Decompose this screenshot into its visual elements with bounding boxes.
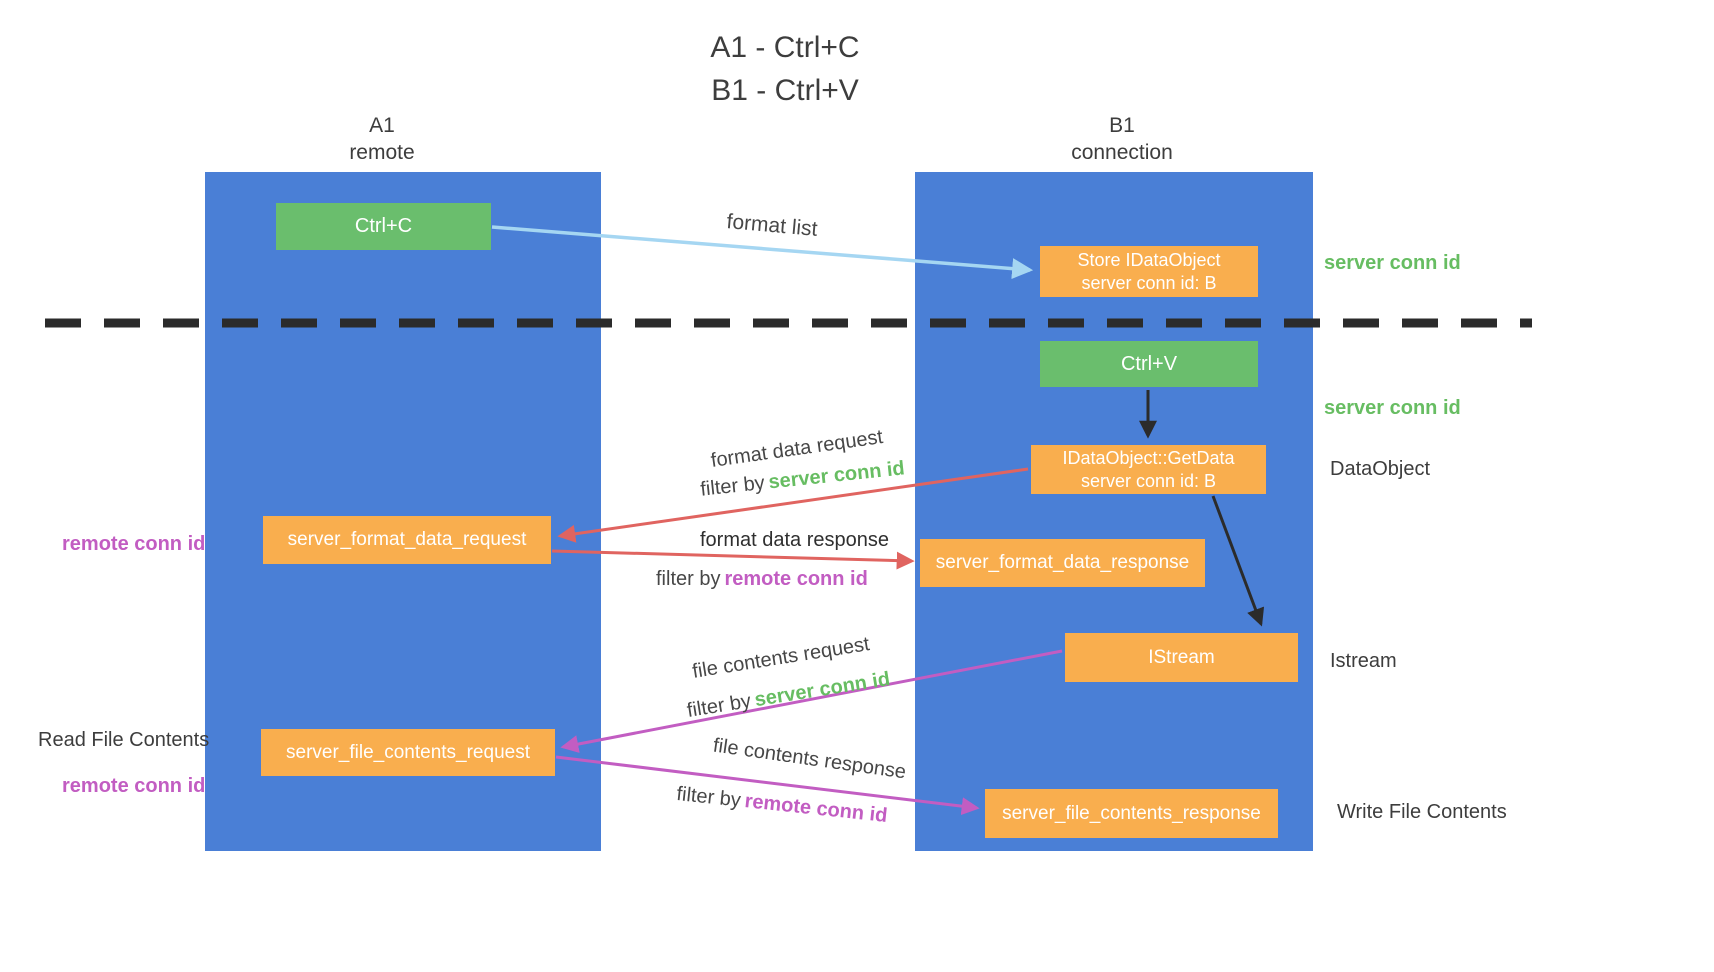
lane-a1-name: A1: [369, 114, 395, 137]
node-ctrl-c-label: Ctrl+C: [354, 215, 413, 237]
node-getdata-line1: IDataObject::GetData: [1062, 447, 1235, 468]
node-istream-label: IStream: [1148, 646, 1215, 668]
node-format-request-label: server_format_data_request: [287, 529, 527, 550]
node-server-file-contents-response: server_file_contents_response: [985, 789, 1278, 838]
filter-by-text: filter by: [685, 690, 753, 722]
lane-b1-name: B1: [1109, 114, 1135, 137]
node-format-response-label: server_format_data_response: [935, 552, 1190, 573]
filter-by-text: filter by: [699, 472, 766, 501]
node-store-idataobject: Store IDataObject server conn id: B: [1040, 246, 1258, 297]
node-istream: IStream: [1065, 633, 1298, 682]
server-conn-id-text: server conn id: [753, 668, 892, 712]
label-dataobject: DataObject: [1330, 458, 1431, 480]
label-read-file-contents: Read File Contents: [38, 729, 210, 751]
edge-label-filter-by-remote-conn-id-2: filter byremote conn id: [675, 783, 888, 828]
node-server-file-contents-request: server_file_contents_request: [261, 729, 555, 776]
edge-label-file-contents-response: file contents response: [711, 734, 908, 784]
edge-label-format-list: format list: [725, 210, 819, 241]
node-store-line1: Store IDataObject: [1077, 249, 1221, 270]
node-idataobject-getdata: IDataObject::GetData server conn id: B: [1031, 445, 1266, 494]
node-file-response-label: server_file_contents_response: [1002, 802, 1261, 824]
node-ctrl-v: Ctrl+V: [1040, 341, 1258, 387]
node-file-request-label: server_file_contents_request: [286, 741, 530, 763]
label-write-file-contents: Write File Contents: [1337, 801, 1507, 823]
title-line-1: A1 - Ctrl+C: [710, 31, 860, 64]
label-remote-conn-id-bottom: remote conn id: [62, 775, 206, 797]
edge-format-data-response: [551, 549, 915, 570]
remote-conn-id-text: remote conn id: [743, 790, 889, 828]
server-conn-id-text: server conn id: [767, 457, 906, 494]
label-server-conn-id-top: server conn id: [1324, 252, 1461, 274]
lane-b1-subtitle: connection: [1071, 141, 1173, 164]
node-server-format-data-request: server_format_data_request: [263, 516, 551, 564]
node-server-format-data-response: server_format_data_response: [920, 539, 1205, 587]
node-ctrl-v-label: Ctrl+V: [1120, 352, 1178, 375]
remote-conn-id-text: remote conn id: [724, 568, 868, 590]
label-istream: Istream: [1330, 650, 1397, 672]
lane-header-b1: B1 connection: [1022, 112, 1222, 166]
node-store-line2: server conn id: B: [1081, 272, 1217, 293]
diagram-title: A1 - Ctrl+C B1 - Ctrl+V: [560, 26, 1010, 112]
filter-by-text: filter by: [675, 782, 742, 812]
title-line-2: B1 - Ctrl+V: [711, 74, 859, 107]
label-remote-conn-id-top: remote conn id: [62, 533, 206, 555]
node-ctrl-c: Ctrl+C: [276, 203, 491, 250]
lane-header-a1: A1 remote: [282, 112, 482, 166]
lane-a1-subtitle: remote: [349, 141, 415, 164]
label-server-conn-id-mid: server conn id: [1324, 397, 1461, 419]
node-getdata-line2: server conn id: B: [1080, 470, 1217, 491]
edge-label-format-data-response: format data response: [700, 529, 889, 551]
filter-by-text: filter by: [656, 568, 721, 590]
